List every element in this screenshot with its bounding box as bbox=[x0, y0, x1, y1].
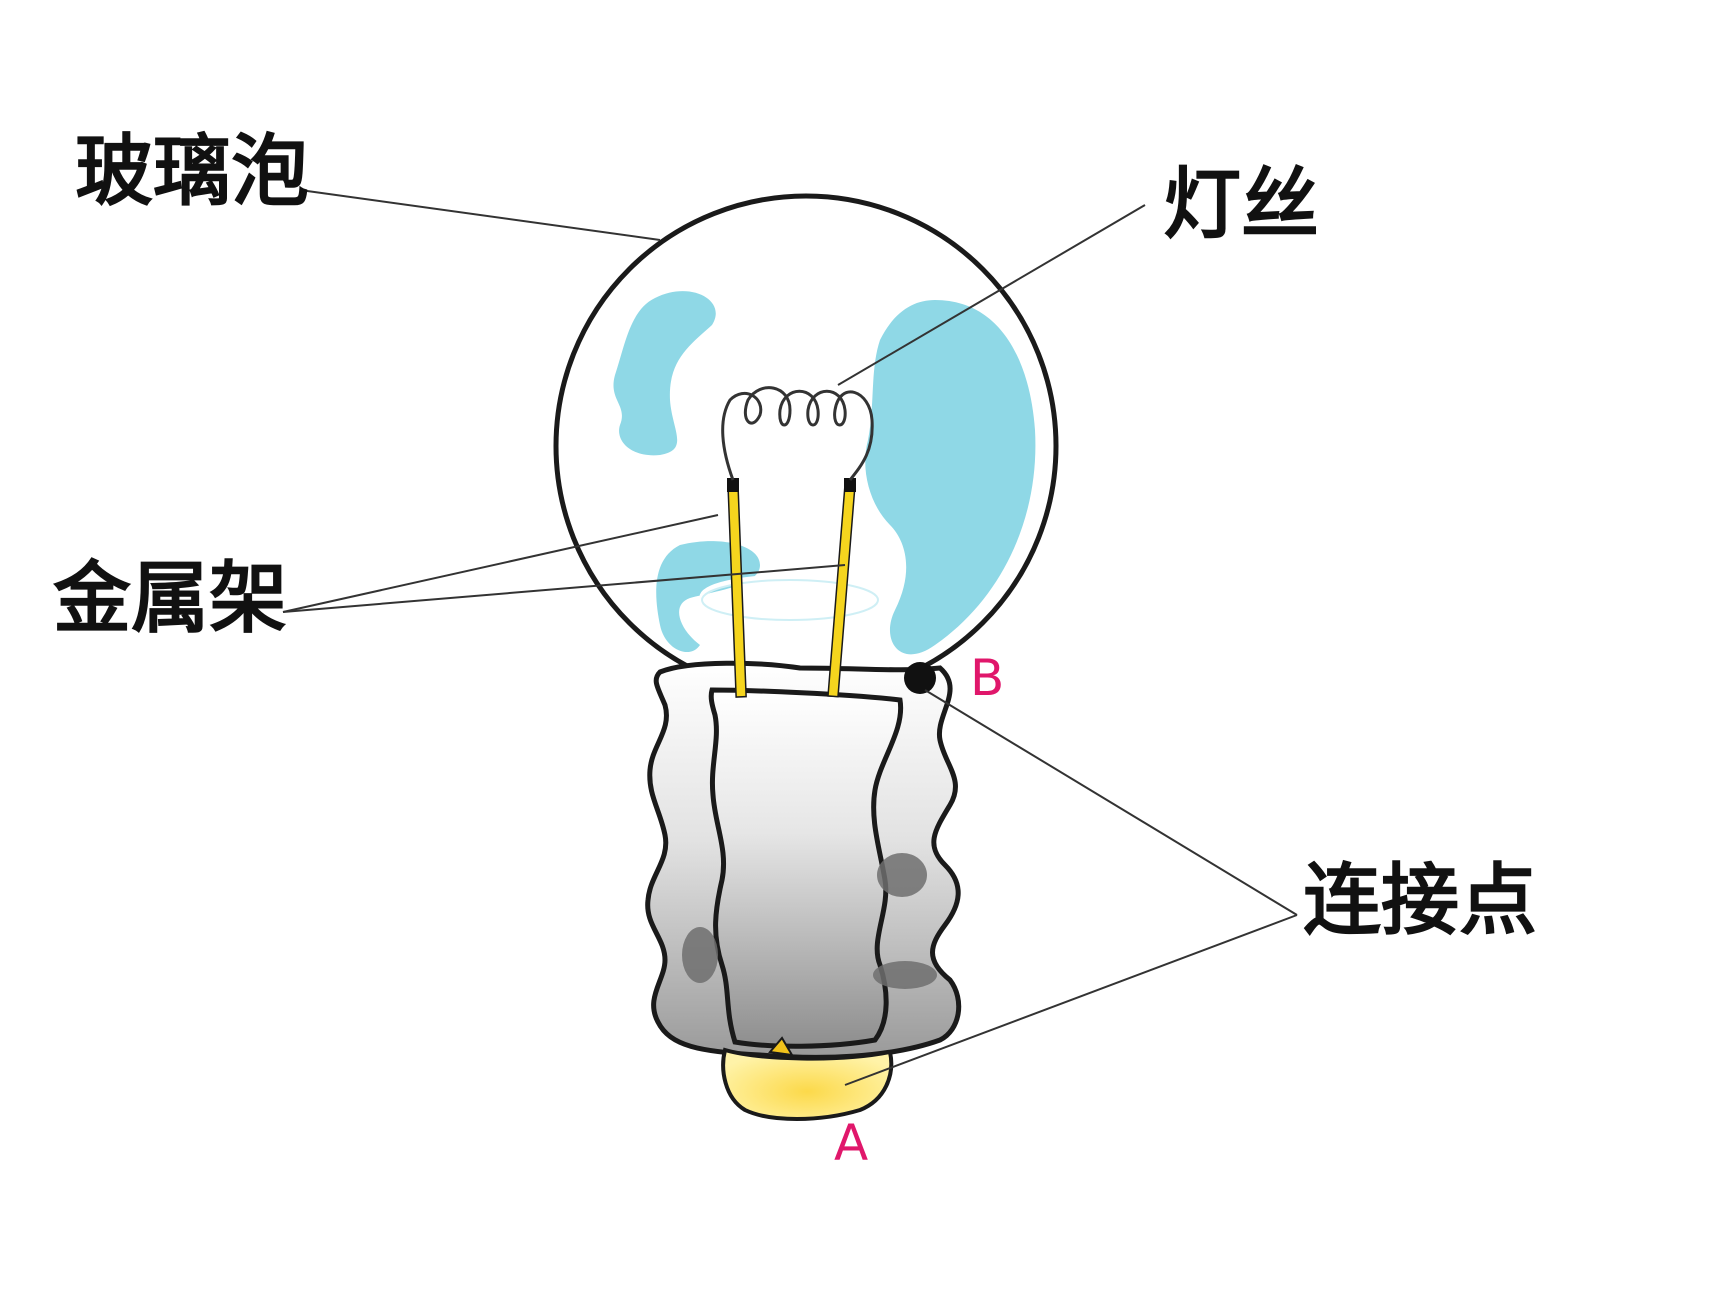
filament bbox=[721, 386, 874, 481]
glass-bulb bbox=[553, 193, 1059, 699]
leader-line-metal-frame-right bbox=[282, 564, 846, 613]
screw-smudge bbox=[682, 927, 718, 983]
glass-ring-shadow bbox=[701, 579, 879, 621]
leader-line-filament bbox=[837, 204, 1146, 386]
label-contact-points: 连接点 bbox=[1303, 856, 1538, 946]
metal-frame-left-tip bbox=[727, 478, 739, 492]
contact-point-b-dot bbox=[904, 662, 936, 694]
metal-frame-right-tip bbox=[844, 478, 856, 492]
label-metal-frame: 金属架 bbox=[53, 554, 288, 644]
bulb-highlight-right bbox=[865, 300, 1036, 655]
label-point-b: B bbox=[970, 649, 1005, 707]
leader-line-metal-frame-left bbox=[282, 514, 719, 613]
leader-lines bbox=[282, 189, 1298, 1086]
screw-base bbox=[645, 660, 962, 1060]
contact-cap-shape bbox=[721, 1047, 894, 1121]
bulb-highlight-left bbox=[613, 291, 716, 456]
leader-line-contact-b bbox=[924, 689, 1298, 916]
contact-tab bbox=[768, 1036, 794, 1057]
metal-frame bbox=[727, 478, 856, 698]
label-glass-bulb: 玻璃泡 bbox=[75, 127, 310, 217]
leader-line-contact-a bbox=[844, 914, 1298, 1086]
screw-inner bbox=[708, 687, 904, 1049]
screw-smudge bbox=[873, 961, 937, 989]
contact-cap bbox=[721, 1036, 894, 1121]
screw-smudge bbox=[877, 853, 927, 897]
leader-line-glass-bulb bbox=[299, 189, 661, 241]
label-filament: 灯丝 bbox=[1163, 160, 1320, 250]
label-point-a: A bbox=[834, 1114, 869, 1172]
